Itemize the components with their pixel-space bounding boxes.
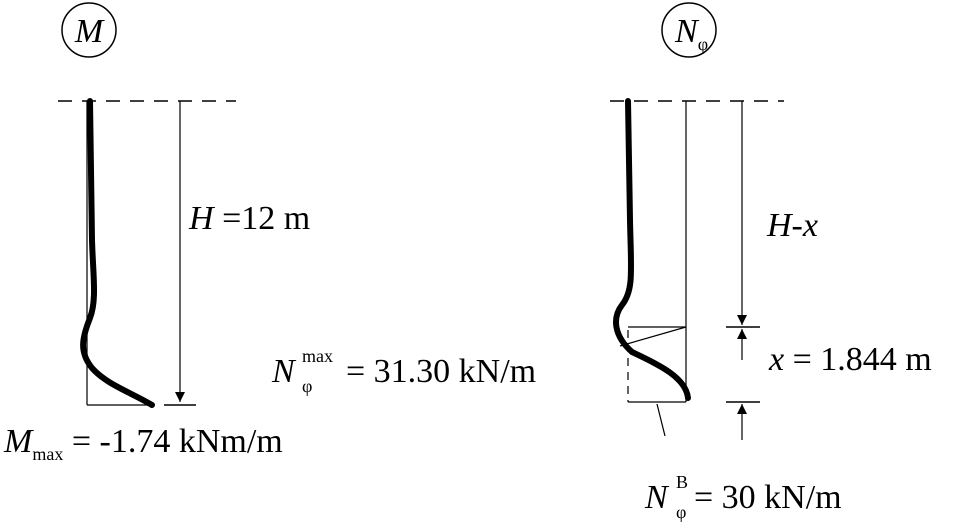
base-hoop-value: = 30 kN/m xyxy=(694,479,842,516)
upper-segment-label: H-x xyxy=(766,207,818,244)
hatch-diagonal xyxy=(619,326,687,347)
max-hoop-sup: max xyxy=(302,346,333,366)
base-hoop-sup: B xyxy=(676,472,688,492)
hoop-force-curve xyxy=(613,98,691,401)
moment-diagram: M H =12 m Mmax = -1.74 kNm/m xyxy=(3,2,310,464)
moment-symbol-circle xyxy=(61,2,117,58)
moment-symbol: M xyxy=(74,13,105,50)
hoop-force-diagram: Nφ H-x x = 1.844 m N max φ = 31.30 kN/m … xyxy=(271,2,932,522)
base-hoop-base: N xyxy=(644,479,670,516)
hoop-symbol: Nφ xyxy=(674,13,708,54)
max-hoop-base: N xyxy=(271,353,297,390)
max-moment-label: Mmax = -1.74 kNm/m xyxy=(3,423,283,464)
hoop-symbol-circle xyxy=(661,2,717,58)
base-label-leader xyxy=(656,403,666,437)
max-hoop-sub: φ xyxy=(302,376,312,396)
base-hoop-sub: φ xyxy=(676,502,686,522)
max-hoop-value: = 31.30 kN/m xyxy=(346,353,536,390)
moment-curve xyxy=(80,98,155,408)
lower-segment-label: x = 1.844 m xyxy=(768,341,932,378)
height-label: H =12 m xyxy=(188,200,310,237)
